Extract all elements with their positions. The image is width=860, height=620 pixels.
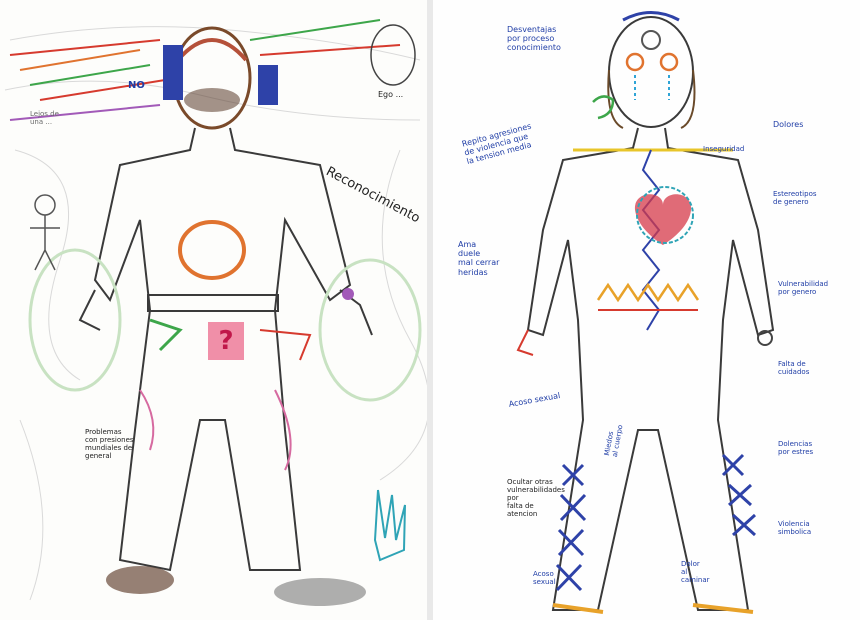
left-note-1: Problemas con presiones mundiales de gen…: [85, 428, 134, 460]
right-note-3: Ama duele mal cerrar heridas: [458, 240, 499, 277]
left-note-3: Ego ...: [378, 90, 403, 99]
left-body-drawing: [0, 0, 427, 620]
left-body-map-panel: ? Reconocimiento NO Problemas con presio…: [0, 0, 427, 620]
right-note-11: Falta de cuidados: [778, 360, 809, 376]
right-note-15: Violencia simbolica: [778, 520, 811, 536]
right-note-14: Dolencias por estres: [778, 440, 813, 456]
right-note-8: Estereotipos de genero: [773, 190, 817, 206]
badge-label: NO: [128, 80, 145, 92]
right-note-5: Ocultar otras vulnerabilidades por falta…: [507, 478, 565, 518]
right-body-map-panel: Desventajas por proceso conocimiento Rep…: [433, 0, 860, 620]
right-note-1: Desventajas por proceso conocimiento: [507, 25, 561, 53]
right-note-6: Dolores: [773, 120, 803, 129]
question-mark-text: ?: [218, 326, 233, 356]
right-note-13: Acoso sexual: [533, 570, 556, 586]
right-note-7: Inseguridad: [703, 145, 744, 153]
right-note-12: Dolor al caminar: [681, 560, 710, 584]
right-note-9: Vulnerabilidad por genero: [778, 280, 828, 296]
left-note-2: Lejos de una ...: [30, 110, 59, 126]
question-mark-box: ?: [208, 322, 244, 360]
